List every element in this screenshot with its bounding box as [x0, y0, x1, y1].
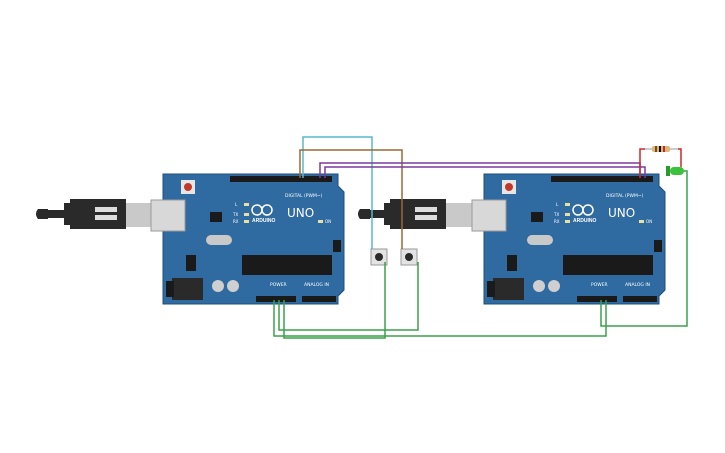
arduino-board-2[interactable]: L TX RX ARDUINO UNO ON DIGITAL (PWM~) PO… — [358, 173, 666, 305]
led-rx-label-1: RX — [233, 219, 239, 224]
wire-red — [639, 148, 645, 178]
on-label-1: ON — [325, 219, 331, 224]
analog-header-1[interactable] — [302, 296, 336, 302]
digital-header-2[interactable] — [551, 176, 653, 182]
led-tx-label-1: TX — [232, 212, 238, 217]
resistor[interactable] — [645, 146, 678, 152]
usb-cable-2 — [358, 199, 473, 229]
wire-red-2 — [678, 148, 682, 167]
digital-label-1: DIGITAL (PWM~) — [285, 193, 323, 199]
power-header-1[interactable] — [256, 296, 296, 302]
pushbutton-1[interactable] — [370, 248, 388, 266]
wire-green-2 — [278, 262, 419, 331]
led-l-label-1: L — [235, 202, 238, 207]
arduino-logo-1 — [251, 204, 273, 216]
model-label-2: UNO — [608, 206, 635, 220]
analog-header-2[interactable] — [623, 296, 657, 302]
pushbutton-2[interactable] — [400, 248, 418, 266]
analog-label-1: ANALOG IN — [304, 282, 329, 288]
wires — [273, 136, 688, 339]
digital-header-1[interactable] — [230, 176, 332, 182]
brand-label-2: ARDUINO — [573, 218, 596, 224]
power-header-2[interactable] — [577, 296, 617, 302]
wire-cyan — [302, 136, 373, 249]
arduino-logo-2 — [572, 204, 594, 216]
wire-purple-2 — [324, 166, 646, 178]
atmega-chip-2 — [563, 255, 653, 275]
led-rx-label-2: RX — [554, 219, 560, 224]
model-label-1: UNO — [287, 206, 314, 220]
usb-cable-1 — [36, 199, 153, 229]
led-green[interactable] — [666, 166, 684, 176]
led-tx-label-2: TX — [553, 212, 559, 217]
arduino-board-1[interactable]: L TX RX ARDUINO UNO ON DIGITAL (PWM~) PO… — [36, 173, 345, 305]
led-l-label-2: L — [556, 202, 559, 207]
wire-green-led — [600, 170, 688, 327]
power-label-1: POWER — [270, 282, 287, 288]
analog-label-2: ANALOG IN — [625, 282, 650, 288]
wire-green-1 — [273, 300, 607, 337]
on-label-2: ON — [646, 219, 652, 224]
wire-brown — [299, 149, 403, 249]
brand-label-1: ARDUINO — [252, 218, 275, 224]
wire-green-3 — [283, 262, 386, 339]
power-label-2: POWER — [591, 282, 608, 288]
digital-label-2: DIGITAL (PWM~) — [606, 193, 644, 199]
atmega-chip-1 — [242, 255, 332, 275]
